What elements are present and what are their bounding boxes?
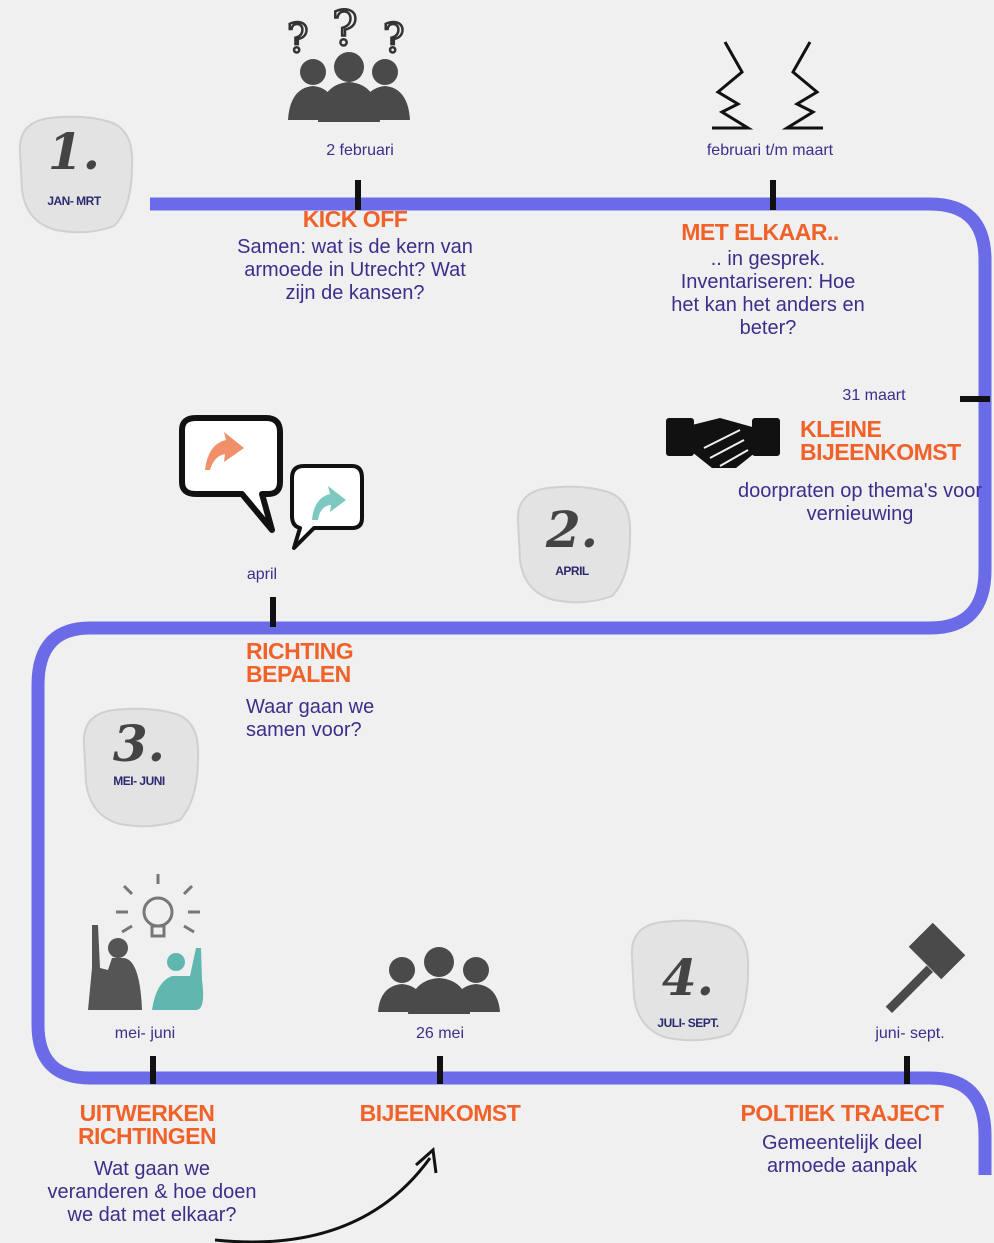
phase-number: 2. (545, 500, 599, 559)
date-april: april (246, 566, 278, 583)
handshake-icon (666, 418, 780, 468)
desc-kleine-bijeenkomst: doorpraten op thema's voor vernieuwing (738, 480, 982, 525)
tick-31-maart (960, 396, 990, 402)
phase-number: 3. (112, 714, 166, 773)
speech-bubbles-icon (179, 415, 364, 550)
date-31-maart: 31 maart (842, 387, 906, 404)
phase-4-fist: 4. JULI- SEPT. (622, 912, 754, 1044)
idea-raise-hand-icon (88, 874, 204, 1010)
desc-poltiek-traject: Gemeentelijk deel armoede aanpak (761, 1132, 923, 1177)
desc-kickoff: Samen: wat is de kern van armoede in Utr… (237, 236, 473, 304)
phase-3-fist: 3. MEI- JUNI (74, 700, 204, 830)
title-met-elkaar: MET ELKAAR.. (681, 219, 839, 245)
desc-richting-bepalen: Waar gaan we samen voor? (246, 696, 375, 741)
talking-faces-icon (712, 41, 823, 130)
arrow-head (415, 1147, 438, 1174)
title-poltiek-traject: POLTIEK TRAJECT (740, 1100, 944, 1126)
curved-arrow (214, 1157, 432, 1243)
tick-kickoff (355, 180, 361, 210)
tick-26-mei (437, 1056, 443, 1084)
desc-met-elkaar: .. in gesprek. Inventariseren: Hoe het k… (671, 248, 865, 339)
group-questions-icon: ? ? ? (286, 0, 410, 122)
fist-icon (630, 919, 750, 1042)
group-icon (378, 947, 500, 1014)
fist-icon (516, 485, 632, 604)
title-kleine-bijeenkomst: KLEINE BIJEENKOMST (800, 416, 961, 465)
svg-text:?: ? (287, 16, 308, 62)
tick-juni-sept (904, 1056, 910, 1084)
title-kickoff: KICK OFF (302, 206, 408, 232)
tick-april (270, 597, 276, 627)
date-kickoff: 2 februari (326, 142, 394, 159)
title-richting-bepalen: RICHTING BEPALEN (246, 638, 354, 687)
date-mei-juni: mei- juni (114, 1025, 176, 1042)
svg-text:?: ? (332, 1, 358, 57)
phase-label: APRIL (555, 564, 589, 578)
fist-icon (18, 115, 134, 234)
title-uitwerken-richtingen: UITWERKEN RICHTINGEN (77, 1100, 217, 1149)
phase-2-fist: 2. APRIL (508, 478, 636, 606)
phase-label: MEI- JUNI (113, 774, 165, 788)
tick-met-elkaar (770, 180, 776, 210)
tick-mei-juni (150, 1056, 156, 1084)
fist-icon (82, 707, 200, 828)
phase-label: JAN- MRT (47, 194, 101, 208)
phase-number: 1. (47, 122, 101, 181)
timeline-track (31, 197, 992, 1175)
date-26-mei: 26 mei (415, 1025, 465, 1042)
date-met-elkaar: februari t/m maart (706, 142, 834, 159)
title-bijeenkomst: BIJEENKOMST (359, 1100, 521, 1126)
gavel-icon (885, 922, 966, 1014)
phase-number: 4. (661, 948, 715, 1007)
desc-uitwerken-richtingen: Wat gaan we veranderen & hoe doen we dat… (47, 1158, 257, 1226)
date-juni-sept: juni- sept. (875, 1025, 945, 1042)
phase-1-fist: 1. JAN- MRT (10, 108, 138, 236)
phase-label: JULI- SEPT. (657, 1016, 719, 1030)
svg-text:?: ? (383, 16, 404, 62)
